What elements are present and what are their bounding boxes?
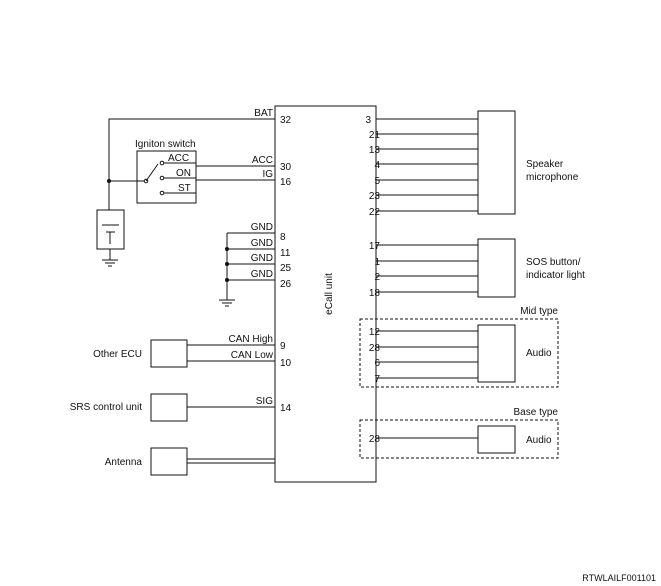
ig-pin: 16: [280, 177, 292, 188]
speaker-pin: 5: [374, 176, 380, 187]
ig-label: IG: [262, 169, 273, 180]
speaker-wires: [376, 118, 478, 212]
mid-audio-pin: 6: [374, 358, 380, 369]
battery-ground-symbol: [102, 259, 118, 267]
srs-box: [150, 393, 188, 422]
sos-wires: [376, 244, 478, 293]
bat-pin: 32: [280, 115, 292, 126]
mid-audio-pin: 7: [374, 374, 380, 385]
speaker-pin: 21: [369, 130, 381, 141]
base-type-title: Base type: [514, 407, 559, 418]
bat-wire: [108, 118, 275, 181]
speaker-pin: 3: [365, 115, 371, 126]
ignition-st-contact: [159, 190, 165, 196]
srs-label: SRS control unit: [70, 402, 142, 413]
ignition-switch-blade: [145, 163, 159, 182]
speaker-pin: 4: [374, 160, 380, 171]
bat-junction-dot: [107, 179, 111, 183]
gnd-label: GND: [251, 238, 273, 249]
ignition-pos-on: ON: [176, 168, 191, 179]
ignition-pos-acc: ACC: [168, 153, 189, 164]
gnd-junction-dot: [225, 278, 229, 282]
gnd-junction-dot: [225, 262, 229, 266]
mid-type-title: Mid type: [520, 306, 558, 317]
ignition-acc-contact: [159, 160, 165, 166]
gnd-label: GND: [251, 269, 273, 280]
ignition-switch-title: Igniton switch: [135, 139, 196, 150]
figure-code: RTWLAILF001101: [582, 573, 656, 583]
speaker-label-line2: microphone: [526, 172, 579, 183]
gnd-label: GND: [251, 253, 273, 264]
mid-audio-pin: 28: [369, 343, 381, 354]
sos-pin: 17: [369, 241, 381, 252]
speaker-pin: 22: [369, 207, 381, 218]
base-audio-pin: 28: [369, 434, 381, 445]
acc-pin: 30: [280, 162, 292, 173]
ignition-switch-box: [136, 150, 197, 204]
speaker-microphone-box: [477, 110, 516, 215]
can-low-label: CAN Low: [231, 350, 274, 361]
mid-type-dashed-frame: [359, 318, 559, 388]
can-high-pin: 9: [280, 341, 286, 352]
antenna-label: Antenna: [105, 457, 143, 468]
gnd-pin: 11: [280, 248, 291, 259]
gnd-pin: 25: [280, 263, 292, 274]
mid-audio-label: Audio: [526, 348, 552, 359]
sos-label-line2: indicator light: [526, 270, 585, 281]
gnd-junction-dot: [225, 247, 229, 251]
sig-pin: 14: [280, 403, 292, 414]
sos-pin: 2: [374, 272, 380, 283]
sos-button-box: [477, 238, 516, 298]
gnd-label: GND: [251, 222, 273, 233]
ecall-unit-box: [274, 105, 377, 483]
sig-label: SIG: [256, 396, 273, 407]
mid-audio-box: [477, 324, 516, 383]
mid-audio-pin: 12: [369, 327, 381, 338]
ignition-on-contact: [159, 175, 165, 181]
gnd-pin: 26: [280, 279, 292, 290]
speaker-pin: 23: [369, 191, 381, 202]
base-audio-box: [477, 425, 516, 454]
base-audio-label: Audio: [526, 435, 552, 446]
mid-audio-wires: [376, 330, 478, 379]
sos-pin: 18: [369, 288, 381, 299]
can-low-pin: 10: [280, 358, 292, 369]
sos-label-line1: SOS button/: [526, 257, 581, 268]
base-type-dashed-frame: [359, 419, 559, 459]
antenna-box: [150, 447, 188, 476]
other-ecu-label: Other ECU: [93, 349, 142, 360]
speaker-label-line1: Speaker: [526, 159, 564, 170]
gnd-pin: 8: [280, 232, 286, 243]
ignition-pos-st: ST: [178, 183, 191, 194]
sos-pin: 1: [374, 257, 380, 268]
other-ecu-box: [150, 339, 188, 368]
ecall-unit-label: eCall unit: [324, 273, 335, 315]
can-high-label: CAN High: [229, 334, 273, 345]
bat-label: BAT: [254, 108, 273, 119]
ecall-ground-symbol: [219, 299, 235, 307]
acc-label: ACC: [252, 155, 273, 166]
speaker-pin: 13: [369, 145, 381, 156]
